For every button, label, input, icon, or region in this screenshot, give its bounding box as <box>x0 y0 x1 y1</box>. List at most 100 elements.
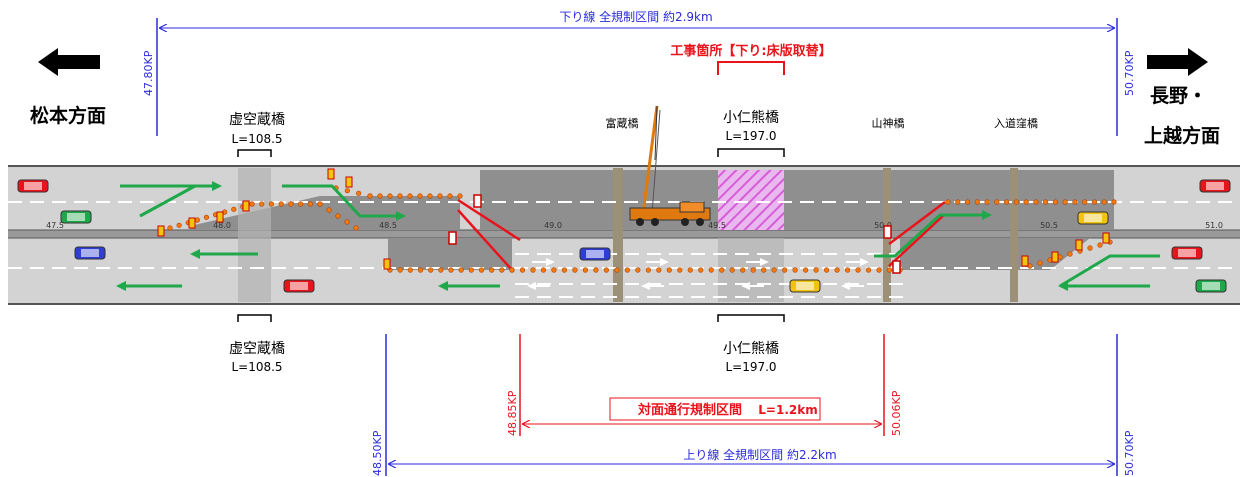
cone-dot <box>1033 199 1039 205</box>
cone-dot <box>447 193 453 199</box>
vehicles <box>17 179 1231 293</box>
cone-dot <box>1052 199 1059 205</box>
cone-dot <box>417 267 424 273</box>
cone-dot <box>326 207 332 213</box>
cone-dot <box>1111 199 1117 205</box>
cone-dot <box>582 267 589 273</box>
cone-dot <box>203 214 210 220</box>
cone-dot <box>750 267 756 273</box>
cone-dot <box>593 267 599 273</box>
cone-dot <box>865 267 872 273</box>
cone-dot <box>397 267 403 273</box>
cone-dot <box>955 199 961 205</box>
cone-dot <box>1097 242 1103 248</box>
cone-dot <box>194 217 200 223</box>
cone-dot <box>288 201 294 207</box>
cone-dot <box>1072 199 1078 205</box>
cone-dot <box>468 267 474 273</box>
contraflow-kp-start: 48.85KP <box>506 390 519 436</box>
cone-dot <box>698 267 704 273</box>
car-red-3-icon <box>1199 179 1231 193</box>
bridge-kokuzo-bottom-bracket <box>237 314 272 322</box>
cone-dot <box>729 267 735 273</box>
bridge-konikuma-bottom-length: L=197.0 <box>725 360 776 374</box>
cone-dot <box>719 267 725 273</box>
cone-dot <box>448 267 454 273</box>
cone-dot <box>367 193 373 199</box>
cone-dot <box>353 225 359 231</box>
bridge-konikuma-top-bracket <box>717 148 785 157</box>
cone-dot <box>1003 199 1010 205</box>
cone-dot <box>457 193 463 199</box>
left-direction-label: 松本方面 <box>30 104 106 127</box>
up-line-kp-start: 48.50KP <box>371 430 384 476</box>
car-yellow-2-icon <box>1077 211 1109 225</box>
cone-dot <box>1023 199 1029 205</box>
bridge-tomikura-name: 富蔵橋 <box>606 116 639 130</box>
down-line-label: 下り線 全規制区間 約2.9km <box>559 9 712 24</box>
cone-dot <box>297 201 304 207</box>
left-direction-arrow-icon <box>38 48 100 76</box>
cone-dot <box>645 267 651 273</box>
up-line-regulation-dimension <box>385 334 1118 476</box>
cone-dot <box>530 267 536 273</box>
bridge-konikuma-top-length: L=197.0 <box>725 129 776 143</box>
cone-dot <box>377 193 383 199</box>
contraflow-lane-arrows <box>527 258 869 290</box>
cone-dot <box>677 267 683 273</box>
cone-dot <box>167 225 173 231</box>
cone-dot <box>708 267 714 273</box>
cone-dot <box>624 267 630 273</box>
bridge-konikuma-bottom-name: 小仁熊橋 <box>723 341 779 357</box>
bridge-kokuzo-top-length: L=108.5 <box>231 132 282 146</box>
right-direction-label-line1: 長野・ <box>1150 85 1207 107</box>
cone-dot <box>397 193 403 199</box>
car-blue-1-icon <box>74 246 106 260</box>
cone-dot <box>771 267 777 273</box>
cone-dot <box>335 213 341 219</box>
cone-dot <box>268 201 275 207</box>
cone-dot <box>344 219 350 225</box>
cone-dot <box>844 267 851 273</box>
cone-dot <box>1101 199 1107 205</box>
bridge-kokuzo-bottom-name: 虚空蔵橋 <box>229 341 285 357</box>
construction-bracket <box>717 61 785 75</box>
cone-dot <box>249 201 255 207</box>
cone-dot <box>945 199 951 205</box>
cone-dot <box>823 267 830 273</box>
cone-dot <box>428 267 434 273</box>
car-red-4-icon <box>1171 246 1203 260</box>
bridge-kokuzo-top-name: 虚空蔵橋 <box>229 112 285 128</box>
cone-dot <box>687 267 693 273</box>
cone-dot <box>813 267 819 273</box>
bridge-kokuzo-bottom-length: L=108.5 <box>231 360 282 374</box>
down-line-kp-start: 47.80KP <box>142 50 155 96</box>
traffic-cones <box>167 185 1117 273</box>
kp-tick-50.5: 50.5 <box>1040 221 1058 230</box>
cone-dot <box>984 199 990 205</box>
kp-tick-49.5: 49.5 <box>708 221 726 230</box>
kp-tick-47.5: 47.5 <box>46 221 64 230</box>
car-red-2-icon <box>283 279 315 293</box>
car-green-2-icon <box>1195 279 1227 293</box>
cone-dot <box>1087 245 1093 251</box>
right-direction-label-line2: 上越方面 <box>1144 124 1220 147</box>
contraflow-dimension <box>519 334 885 436</box>
contraflow-length: L=1.2km <box>758 403 817 417</box>
bridge-kokuzo-top-bracket <box>237 149 272 157</box>
car-yellow-1-icon <box>789 279 821 293</box>
crane-vehicle-icon <box>629 105 711 226</box>
cone-dot <box>344 188 350 194</box>
kp-tick-50.0: 50.0 <box>874 221 892 230</box>
cone-dot <box>1082 199 1088 205</box>
up-line-kp-end: 50.70KP <box>1123 430 1136 476</box>
cone-dot <box>458 267 464 273</box>
cone-dot <box>407 267 413 273</box>
cone-dot <box>231 206 237 212</box>
cone-dot <box>407 193 413 199</box>
contraflow-barrier-lines <box>457 198 946 271</box>
cone-dot <box>666 267 672 273</box>
bridge-nyudokubo-name: 入道窪橋 <box>994 116 1038 130</box>
cone-dot <box>437 193 443 199</box>
cone-dot <box>417 193 423 199</box>
